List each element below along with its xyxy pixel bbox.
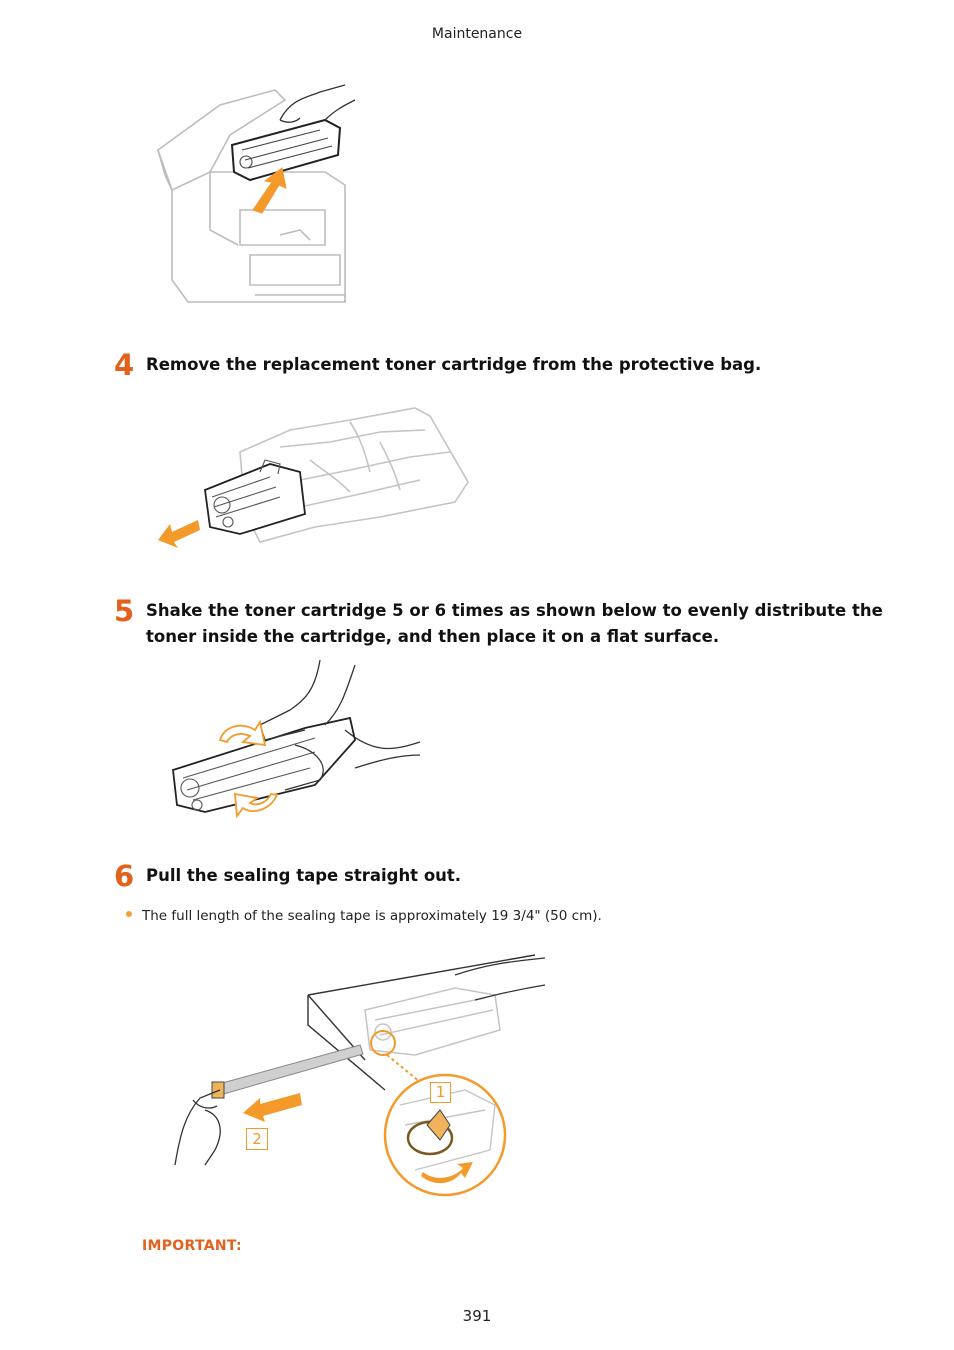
callout-1-label: 1 xyxy=(435,1083,446,1101)
step-instruction: Pull the sealing tape straight out. xyxy=(146,866,462,885)
callout-2: 2 xyxy=(246,1128,268,1150)
important-label: IMPORTANT: xyxy=(142,1238,242,1254)
page-header: Maintenance xyxy=(431,26,523,42)
step-number: 4 xyxy=(114,348,135,382)
step-instruction: Remove the replacement toner cartridge f… xyxy=(146,355,762,374)
shake-cartridge-illustration xyxy=(172,660,421,819)
step-instruction: Shake the toner cartridge 5 or 6 times a… xyxy=(146,601,883,646)
callout-2-label: 2 xyxy=(252,1130,262,1148)
callout-1: 1 xyxy=(430,1082,451,1103)
note-text: The full length of the sealing tape is a… xyxy=(142,908,602,924)
page-number: 391 xyxy=(462,1307,492,1325)
step-number: 6 xyxy=(114,859,135,893)
step-6-note: The full length of the sealing tape is a… xyxy=(126,908,602,924)
cartridge-bag-illustration xyxy=(158,407,469,548)
bullet-dot-icon xyxy=(126,911,132,917)
pull-sealing-tape-illustration xyxy=(174,954,546,1197)
step-number: 5 xyxy=(114,594,135,628)
printer-remove-cartridge-illustration xyxy=(157,84,356,303)
